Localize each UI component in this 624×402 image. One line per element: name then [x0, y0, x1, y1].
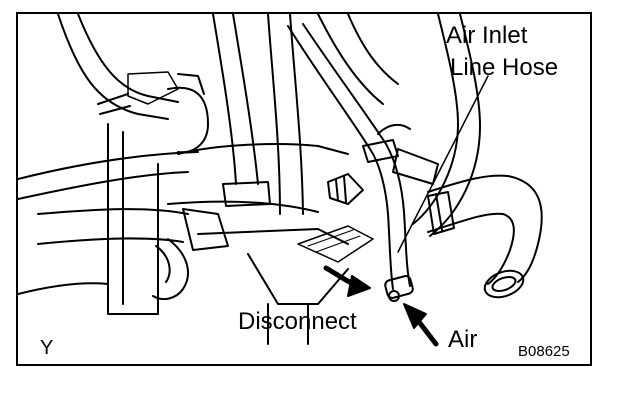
air-inlet-line-hose	[287, 23, 414, 302]
label-air-inlet-line2: Line Hose	[450, 54, 559, 81]
vacuum-connector	[297, 173, 374, 263]
air-arrow	[403, 303, 439, 347]
label-air-inlet-line1: Air Inlet	[446, 22, 528, 49]
diagram-frame: Air Inlet Line Hose Disconnect Air Y B08…	[16, 12, 592, 366]
central-hoses	[212, 14, 399, 215]
left-hoses	[57, 14, 209, 154]
label-view-letter: Y	[40, 337, 54, 359]
label-figure-code: B08625	[518, 343, 570, 360]
label-leader-line	[397, 75, 489, 253]
engine-hose-drawing	[18, 14, 543, 347]
label-disconnect: Disconnect	[238, 308, 357, 335]
coolant-hose	[427, 174, 543, 299]
label-air: Air	[448, 326, 478, 353]
disconnect-arrow	[323, 265, 371, 297]
lower-left-hose	[37, 208, 229, 301]
